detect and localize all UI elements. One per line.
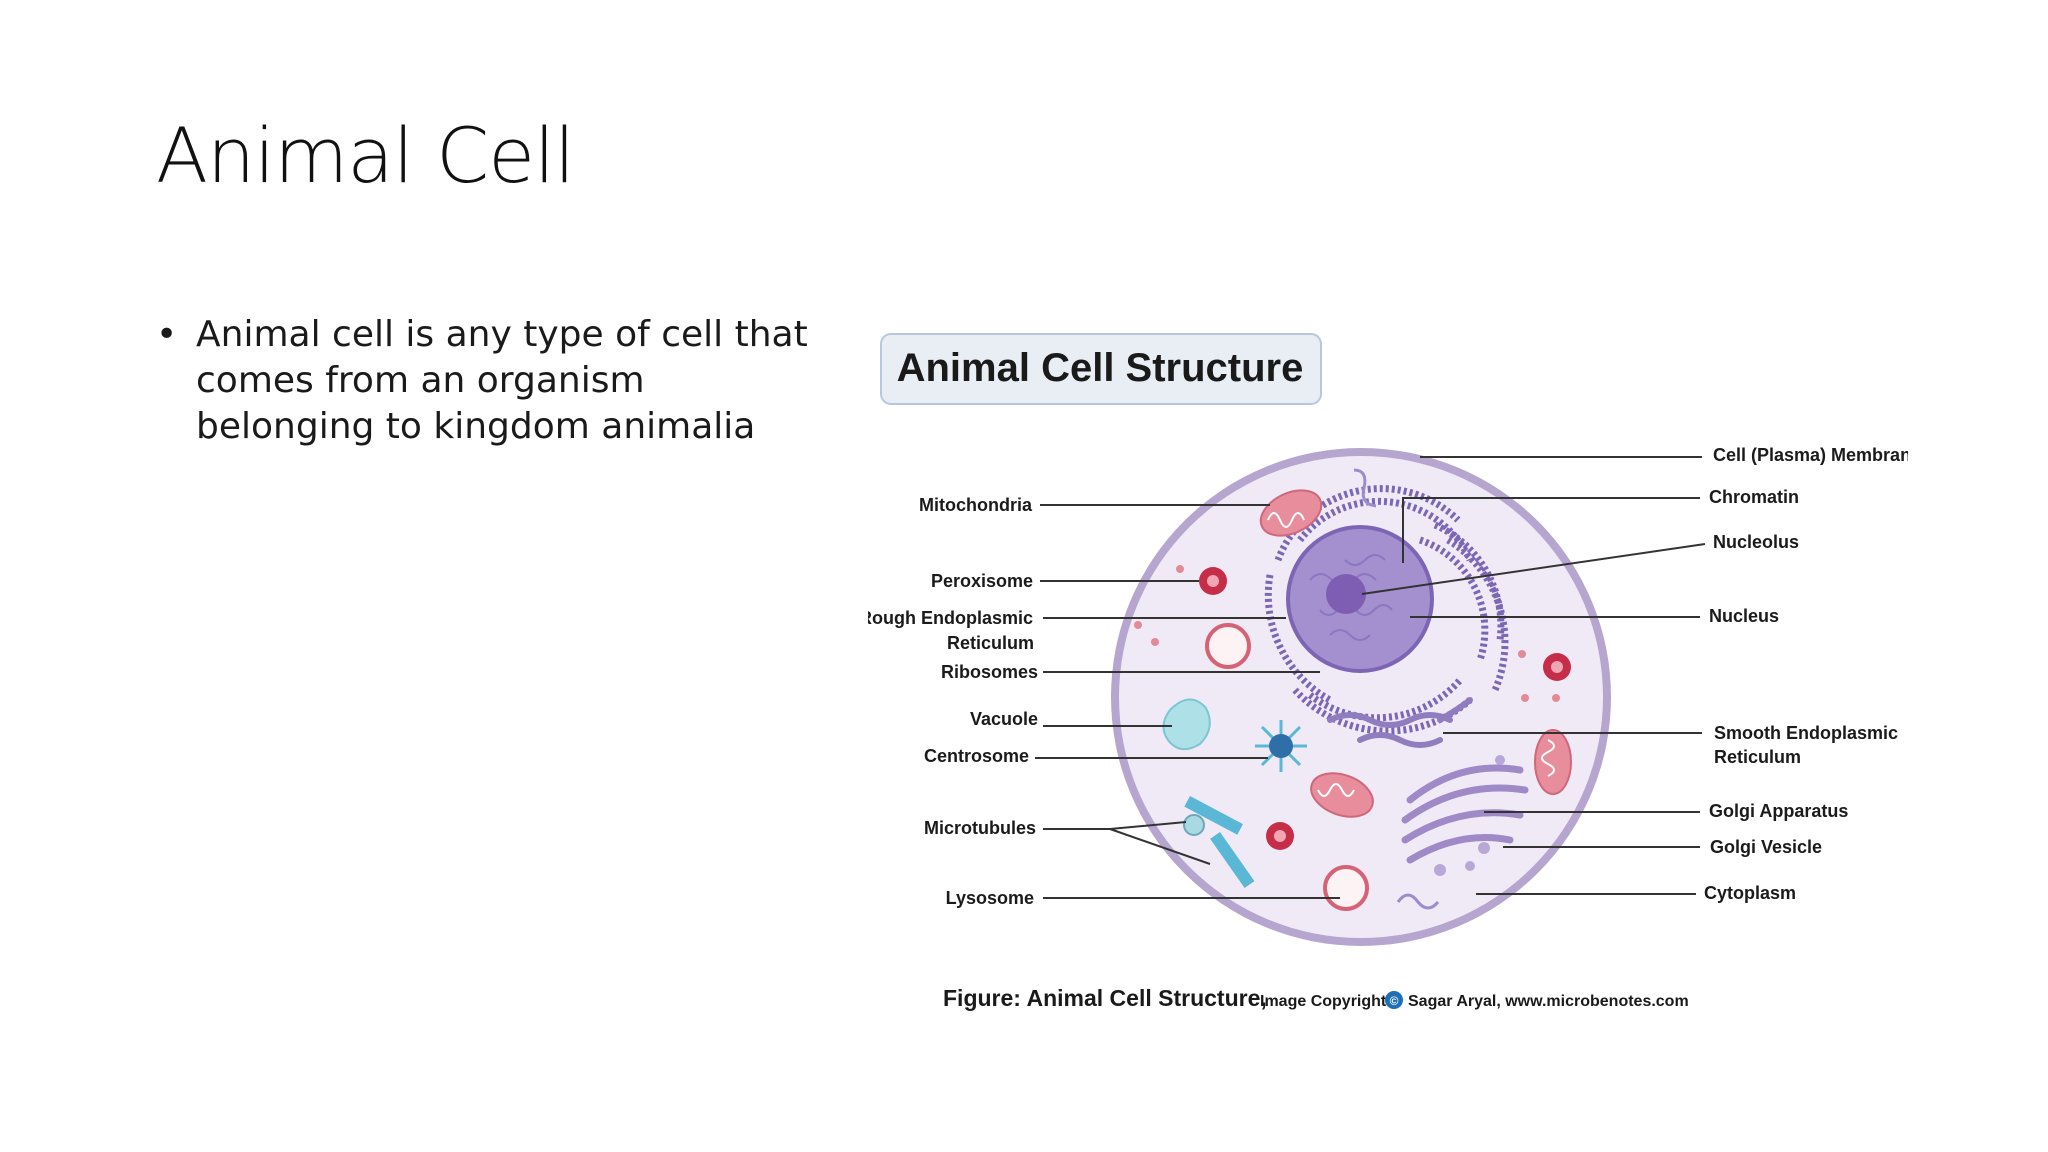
label-smooth-er-line1: Smooth Endoplasmic	[1714, 723, 1898, 743]
label-centrosome: Centrosome	[924, 746, 1029, 766]
figure-heading-box: Animal Cell Structure	[881, 334, 1321, 404]
label-golgi-apparatus: Golgi Apparatus	[1709, 801, 1848, 821]
figure-caption: Figure: Animal Cell Structure, Image Cop…	[943, 985, 1689, 1011]
nucleolus-shape	[1326, 574, 1366, 614]
caption-credit: Sagar Aryal, www.microbenotes.com	[1408, 993, 1689, 1010]
label-rough-er-line1: Rough Endoplasmic	[859, 608, 1033, 628]
caption-copyright: Image Copyright	[1260, 993, 1387, 1010]
label-microtubules: Microtubules	[924, 818, 1036, 838]
label-vacuole: Vacuole	[970, 709, 1038, 729]
label-golgi-vesicle: Golgi Vesicle	[1710, 837, 1822, 857]
label-nucleus: Nucleus	[1709, 606, 1779, 626]
label-chromatin: Chromatin	[1709, 487, 1799, 507]
label-nucleolus: Nucleolus	[1713, 532, 1799, 552]
label-lysosome: Lysosome	[946, 888, 1034, 908]
label-ribosomes: Ribosomes	[941, 662, 1038, 682]
label-mitochondria: Mitochondria	[919, 495, 1033, 515]
label-smooth-er-line2: Reticulum	[1714, 747, 1801, 767]
label-cell-membrane: Cell (Plasma) Membrane	[1713, 445, 1921, 465]
label-cytoplasm: Cytoplasm	[1704, 883, 1796, 903]
copyright-symbol: ©	[1390, 994, 1399, 1008]
mitochondria-shape-3	[1535, 730, 1571, 794]
label-rough-er-line2: Reticulum	[947, 633, 1034, 653]
caption-main: Figure: Animal Cell Structure,	[943, 985, 1267, 1011]
label-peroxisome: Peroxisome	[931, 571, 1033, 591]
centrosome-shape	[1255, 720, 1307, 772]
figure-heading: Animal Cell Structure	[897, 346, 1304, 390]
